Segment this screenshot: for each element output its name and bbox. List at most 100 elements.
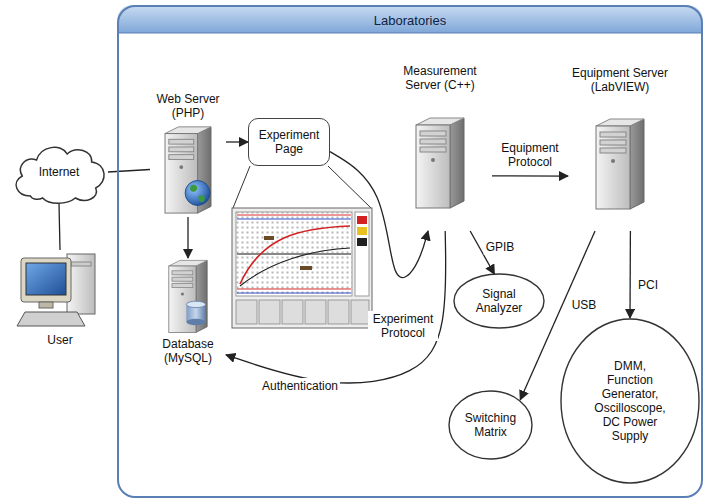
connector [492, 175, 568, 176]
server-icon [158, 258, 218, 334]
indicator [357, 216, 367, 224]
node-label: Switching Matrix [460, 411, 522, 439]
rail [237, 214, 351, 215]
database-top [186, 301, 205, 307]
node-label: Database (MySQL) [151, 337, 225, 365]
ellipse-outline [449, 391, 532, 459]
drive-bay [172, 284, 193, 288]
connector [108, 170, 150, 173]
screen-button [236, 300, 257, 324]
server-top [596, 119, 644, 126]
indicator [357, 238, 367, 246]
experiment-screenshot [232, 208, 372, 328]
node-label: Experiment Page [252, 128, 326, 156]
monitor-stand [39, 302, 53, 308]
node-label: Web Server (PHP) [151, 92, 225, 120]
cloud-outline [16, 147, 104, 203]
node-label: Internet [19, 165, 99, 179]
server-icon [590, 98, 650, 229]
instrument-ellipse: DMM, Function Generator, Oscilloscope, D… [560, 318, 700, 484]
ellipse-outline [561, 319, 699, 483]
server-icon [410, 96, 470, 229]
protocol-label: Equipment Protocol [492, 140, 568, 170]
drive-bay [600, 140, 626, 145]
protocol-label: GPIB [484, 239, 517, 255]
connector [226, 141, 248, 142]
web-server: Web Server (PHP) [150, 92, 226, 217]
monitor [21, 258, 71, 302]
server-top [169, 260, 207, 266]
component [264, 236, 274, 240]
experiment-page-box: Experiment Page [248, 118, 330, 166]
plot-curve [240, 226, 350, 284]
protocol-label: Authentication [260, 378, 340, 394]
drive-bay [169, 147, 194, 152]
keyboard [17, 312, 85, 326]
protocol-label: PCI [636, 277, 660, 293]
server-side [450, 118, 464, 208]
edge-label-holder: PCI [636, 277, 660, 293]
header-rule [117, 33, 703, 34]
node-label: User [16, 333, 104, 347]
ellipse-outline [454, 274, 544, 328]
screen-button [351, 300, 369, 324]
drive-bay [600, 148, 626, 153]
rail [237, 218, 351, 219]
connectors [59, 142, 630, 400]
drive-bay [420, 131, 446, 136]
board-channel [237, 253, 351, 255]
server-front [596, 126, 630, 209]
panel-ground [117, 5, 703, 498]
measurement-server: Measurement Server (C++) [388, 64, 492, 231]
plot-curve [240, 248, 350, 286]
server-icon [158, 124, 218, 215]
screen-button [259, 300, 280, 324]
drive-bay [172, 277, 193, 281]
server-front [416, 125, 450, 208]
connector [330, 152, 428, 278]
drive-bay [71, 262, 91, 266]
user-computer-icon [15, 250, 105, 330]
edge-label-holder: USB [570, 297, 599, 313]
globe-land [190, 185, 205, 202]
node-label: DMM, Function Generator, Oscilloscope, D… [590, 359, 670, 443]
screen-button [328, 300, 349, 324]
component [300, 266, 312, 270]
server-side [630, 119, 644, 209]
database-server: Database (MySQL) [150, 258, 226, 368]
drive-bay [420, 147, 446, 152]
internet-cloud: Internet [8, 138, 110, 206]
zoom-line [328, 166, 371, 208]
power-button [179, 165, 183, 169]
side-panel [355, 212, 369, 296]
instrument-ellipse: Switching Matrix [448, 390, 533, 460]
drive-bay [172, 271, 193, 275]
node-label: Measurement Server (C++) [388, 64, 492, 92]
drive-bay [420, 139, 446, 144]
panel-heading: Laboratories [374, 7, 446, 35]
monitor-screen [26, 263, 66, 295]
drive-bay [169, 139, 194, 144]
power-button [181, 292, 184, 295]
zoom-line [233, 166, 250, 208]
database-base [186, 319, 205, 325]
equipment-server: Equipment Server (LabVIEW) [568, 66, 672, 231]
edge-label-holder: Equipment Protocol [492, 140, 568, 170]
indicator [357, 227, 367, 235]
protocol-label: USB [570, 297, 599, 313]
user-computer: User [14, 250, 106, 362]
globe-icon [185, 181, 210, 206]
screenshot-frame [232, 208, 372, 328]
connector [629, 231, 631, 318]
connector [187, 217, 188, 258]
power-button [611, 159, 615, 163]
connector [59, 203, 60, 250]
screen-button [282, 300, 303, 324]
edge-label-holder: Experiment Protocol [368, 311, 438, 341]
screen-button [305, 300, 326, 324]
drive-bay [169, 155, 194, 160]
server-top [416, 118, 464, 125]
drive-bay [600, 132, 626, 137]
rail [237, 292, 351, 293]
